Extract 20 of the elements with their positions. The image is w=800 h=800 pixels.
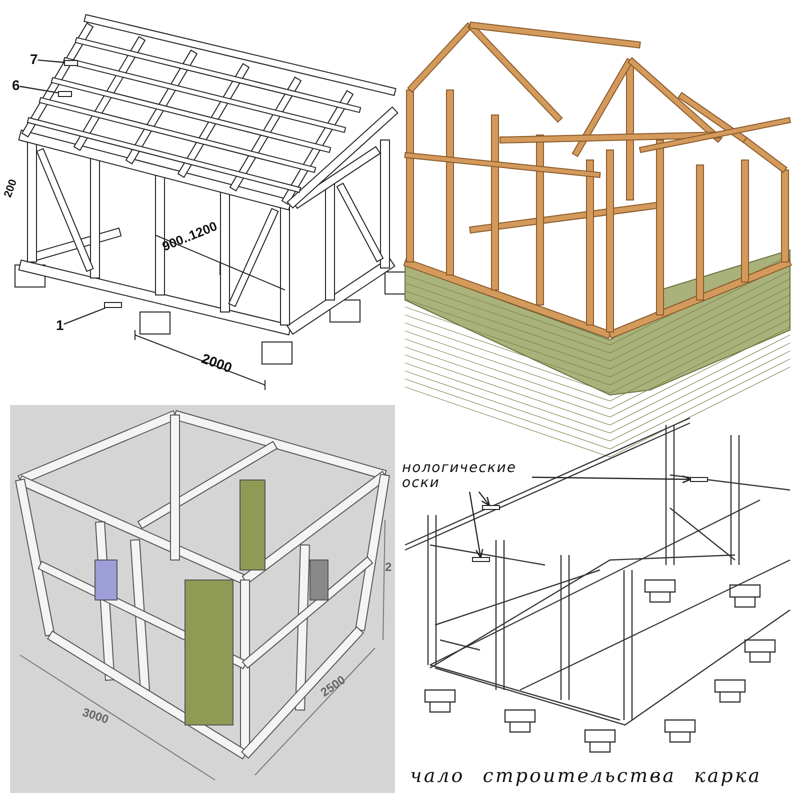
callout-number: 7 — [30, 52, 38, 68]
leader-line — [38, 59, 64, 63]
callout-text: нологические оски — [402, 461, 532, 492]
arrow — [532, 475, 692, 484]
beam — [482, 505, 500, 510]
arrow — [478, 491, 490, 506]
leader-line — [64, 307, 106, 325]
caption-text: чало строительства карка — [410, 765, 762, 787]
dimension-label: 2000 — [200, 350, 234, 376]
beam — [472, 557, 490, 562]
beam — [58, 91, 72, 97]
dimension-label: 3000 — [80, 705, 110, 727]
arrow — [469, 492, 484, 558]
callout-number: 1 — [56, 318, 64, 334]
dimension-label: 200 — [2, 178, 20, 200]
dimension-label: 2 — [385, 560, 392, 574]
beam — [104, 302, 122, 308]
callout-number: 6 — [12, 78, 20, 94]
beam — [690, 477, 708, 482]
beam — [64, 60, 78, 66]
